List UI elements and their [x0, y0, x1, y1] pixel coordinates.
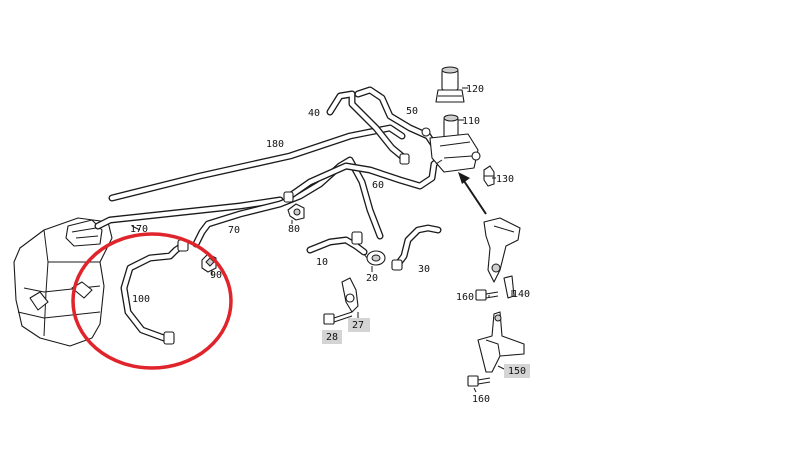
bolt-28 — [323, 311, 353, 325]
label-150: 150 — [508, 366, 526, 377]
hose-180 — [108, 124, 406, 202]
label-box-150 — [504, 364, 530, 378]
hose-40 — [326, 90, 410, 165]
hose-170 — [94, 196, 284, 230]
clip-80 — [287, 203, 305, 221]
coolant-reservoir — [13, 217, 113, 347]
label-160-lower: 160 — [472, 394, 490, 405]
bracket-27 — [341, 277, 359, 313]
label-80: 80 — [288, 224, 300, 235]
label-30: 30 — [418, 264, 430, 275]
label-box-27 — [348, 318, 370, 332]
bracket-140 — [483, 217, 521, 299]
label-140: 140 — [512, 289, 530, 300]
valve-120 — [435, 66, 465, 103]
label-120: 120 — [466, 84, 484, 95]
label-60: 60 — [372, 180, 384, 191]
label-box-28 — [322, 330, 342, 344]
highlight-circle — [71, 232, 233, 370]
label-28: 28 — [326, 332, 338, 343]
bracket-150 — [477, 311, 525, 373]
valve-assembly-110 — [421, 114, 481, 173]
bolt-160-upper — [475, 289, 499, 301]
label-70: 70 — [228, 225, 240, 236]
label-20: 20 — [366, 273, 378, 284]
label-180: 180 — [266, 139, 284, 150]
label-130: 130 — [496, 174, 514, 185]
label-110: 110 — [462, 116, 480, 127]
hose-70 — [192, 156, 384, 248]
hose-100 — [120, 239, 189, 345]
hose-60 — [283, 154, 446, 203]
label-10: 10 — [316, 257, 328, 268]
label-160-upper: 160 — [456, 292, 474, 303]
bolt-160-lower — [467, 375, 491, 387]
clamp-20 — [363, 250, 386, 266]
label-40: 40 — [308, 108, 320, 119]
label-100: 100 — [132, 294, 150, 305]
hose-10 — [306, 231, 368, 256]
plug-130 — [483, 165, 495, 187]
label-170: 170 — [130, 224, 148, 235]
hose-30 — [391, 224, 442, 271]
label-50: 50 — [406, 106, 418, 117]
label-90: 90 — [210, 270, 222, 281]
label-27: 27 — [352, 320, 364, 331]
direction-arrow — [458, 172, 487, 215]
